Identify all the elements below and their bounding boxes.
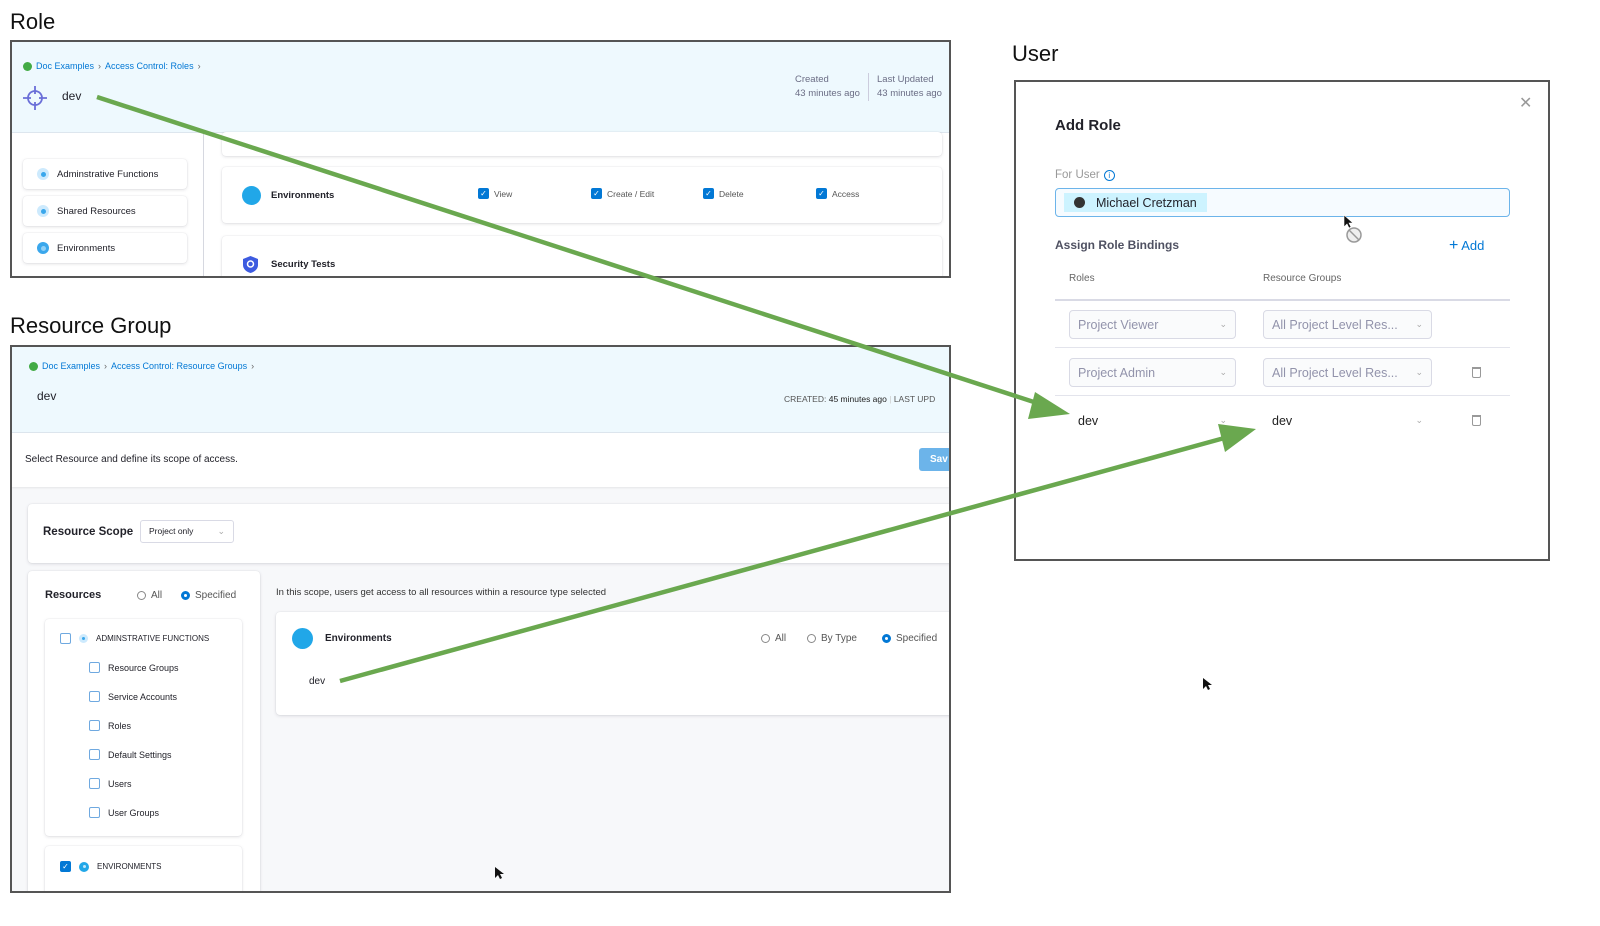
environments-permission-card: Environments ✓View ✓Create / Edit ✓Delet… bbox=[222, 167, 942, 223]
perm-create-edit[interactable]: ✓Create / Edit bbox=[591, 188, 654, 199]
admin-functions-group: ADMINSTRATIVE FUNCTIONS Resource Groups … bbox=[45, 619, 242, 836]
perm-view[interactable]: ✓View bbox=[478, 188, 512, 199]
role-panel: Doc Examples› Access Control: Roles› dev… bbox=[10, 40, 951, 278]
resource-scope-card: Resource Scope Project only⌄ bbox=[28, 504, 949, 563]
user-section-label: User bbox=[1012, 41, 1059, 66]
avatar bbox=[1074, 197, 1085, 208]
close-icon[interactable]: ✕ bbox=[1519, 95, 1533, 112]
rg-section-label: Resource Group bbox=[10, 313, 172, 338]
role-select[interactable]: Project Viewer⌄ bbox=[1069, 310, 1236, 339]
role-select[interactable]: Project Admin⌄ bbox=[1069, 358, 1236, 387]
role-select[interactable]: dev⌄ bbox=[1078, 413, 1227, 428]
group-select[interactable]: All Project Level Res...⌄ bbox=[1263, 358, 1432, 387]
rg-title: dev bbox=[37, 389, 57, 403]
shared-icon bbox=[37, 205, 49, 217]
card-title: Environments bbox=[325, 633, 392, 644]
resource-item[interactable]: Service Accounts bbox=[89, 691, 177, 702]
trash-icon[interactable] bbox=[1472, 415, 1481, 426]
breadcrumb-roles[interactable]: Access Control: Roles bbox=[105, 61, 194, 71]
trash-icon[interactable] bbox=[1472, 367, 1481, 378]
scope-select[interactable]: Project only⌄ bbox=[140, 520, 234, 543]
radio-all[interactable]: All bbox=[137, 590, 162, 601]
admin-icon bbox=[37, 168, 49, 180]
group-select[interactable]: All Project Level Res...⌄ bbox=[1263, 310, 1432, 339]
breadcrumb: Doc Examples› Access Control: Roles› bbox=[23, 61, 201, 71]
radio-all[interactable]: All bbox=[761, 633, 786, 644]
user-input[interactable]: Michael Cretzman bbox=[1055, 188, 1510, 217]
sidebar-item-environments[interactable]: Environments bbox=[23, 233, 187, 263]
radio-specified[interactable]: Specified bbox=[882, 633, 937, 644]
rg-header: Doc Examples› Access Control: Resource G… bbox=[12, 347, 949, 433]
selected-environment: dev bbox=[309, 676, 326, 687]
description-text: Select Resource and define its scope of … bbox=[25, 454, 238, 465]
breadcrumb-doc-examples[interactable]: Doc Examples bbox=[36, 61, 95, 71]
description-bar: Select Resource and define its scope of … bbox=[12, 433, 949, 487]
not-allowed-cursor-icon bbox=[1343, 215, 1362, 243]
perm-delete[interactable]: ✓Delete bbox=[703, 188, 744, 199]
resource-item[interactable]: User Groups bbox=[89, 807, 159, 818]
bindings-label: Assign Role Bindings bbox=[1055, 238, 1180, 252]
shield-icon bbox=[243, 256, 258, 273]
security-tests-card: Security Tests bbox=[222, 236, 942, 276]
radio-by-type[interactable]: By Type bbox=[807, 633, 857, 644]
save-button[interactable]: Sav bbox=[919, 448, 949, 471]
cursor-icon bbox=[1203, 678, 1212, 690]
group-admin-functions[interactable]: ADMINSTRATIVE FUNCTIONS bbox=[60, 633, 209, 644]
resource-group-panel: Doc Examples› Access Control: Resource G… bbox=[10, 345, 951, 893]
role-title: dev bbox=[62, 89, 82, 103]
environments-icon bbox=[292, 628, 313, 649]
resources-label: Resources bbox=[45, 589, 102, 601]
environments-icon bbox=[37, 242, 49, 254]
environments-icon bbox=[242, 186, 261, 205]
scope-label: Resource Scope bbox=[43, 526, 134, 538]
resource-item[interactable]: Roles bbox=[89, 720, 131, 731]
breadcrumb-resource-groups[interactable]: Access Control: Resource Groups bbox=[111, 361, 248, 371]
card-title: Security Tests bbox=[271, 259, 336, 270]
scope-hint: In this scope, users get access to all r… bbox=[276, 587, 607, 598]
breadcrumb-doc-examples[interactable]: Doc Examples bbox=[42, 361, 101, 371]
sidebar-item-shared[interactable]: Shared Resources bbox=[23, 196, 187, 226]
group-environments[interactable]: ✓ENVIRONMENTS bbox=[60, 861, 161, 872]
group-select[interactable]: dev⌄ bbox=[1272, 413, 1423, 428]
permission-card-partial bbox=[222, 132, 942, 156]
resources-card: Resources All Specified ADMINSTRATIVE FU… bbox=[28, 571, 260, 891]
created-meta: CREATED: 45 minutes ago | LAST UPD bbox=[784, 394, 936, 404]
modal-title: Add Role bbox=[1055, 117, 1121, 134]
radio-specified[interactable]: Specified bbox=[181, 590, 236, 601]
divider bbox=[203, 134, 204, 276]
info-icon: i bbox=[1103, 169, 1115, 181]
resource-item[interactable]: Users bbox=[89, 778, 132, 789]
user-chip[interactable]: Michael Cretzman bbox=[1064, 193, 1207, 212]
role-crosshair-icon bbox=[23, 86, 47, 110]
environments-group: ✓ENVIRONMENTS bbox=[45, 846, 242, 891]
col-roles: Roles bbox=[1069, 273, 1095, 284]
add-binding-button[interactable]: + Add bbox=[1449, 237, 1485, 254]
col-groups: Resource Groups bbox=[1263, 273, 1342, 284]
perm-access[interactable]: ✓Access bbox=[816, 188, 859, 199]
environments-scope-card: Environments All By Type Specified dev bbox=[276, 612, 949, 715]
breadcrumb: Doc Examples› Access Control: Resource G… bbox=[29, 361, 254, 371]
resource-item[interactable]: Default Settings bbox=[89, 749, 172, 760]
resource-item[interactable]: Resource Groups bbox=[89, 662, 179, 673]
project-icon bbox=[29, 361, 38, 371]
sidebar-item-admin[interactable]: Adminstrative Functions bbox=[23, 159, 187, 189]
project-icon bbox=[23, 61, 32, 71]
role-section-label: Role bbox=[10, 9, 56, 34]
role-header: Doc Examples› Access Control: Roles› dev… bbox=[12, 42, 949, 133]
card-title: Environments bbox=[271, 190, 335, 201]
